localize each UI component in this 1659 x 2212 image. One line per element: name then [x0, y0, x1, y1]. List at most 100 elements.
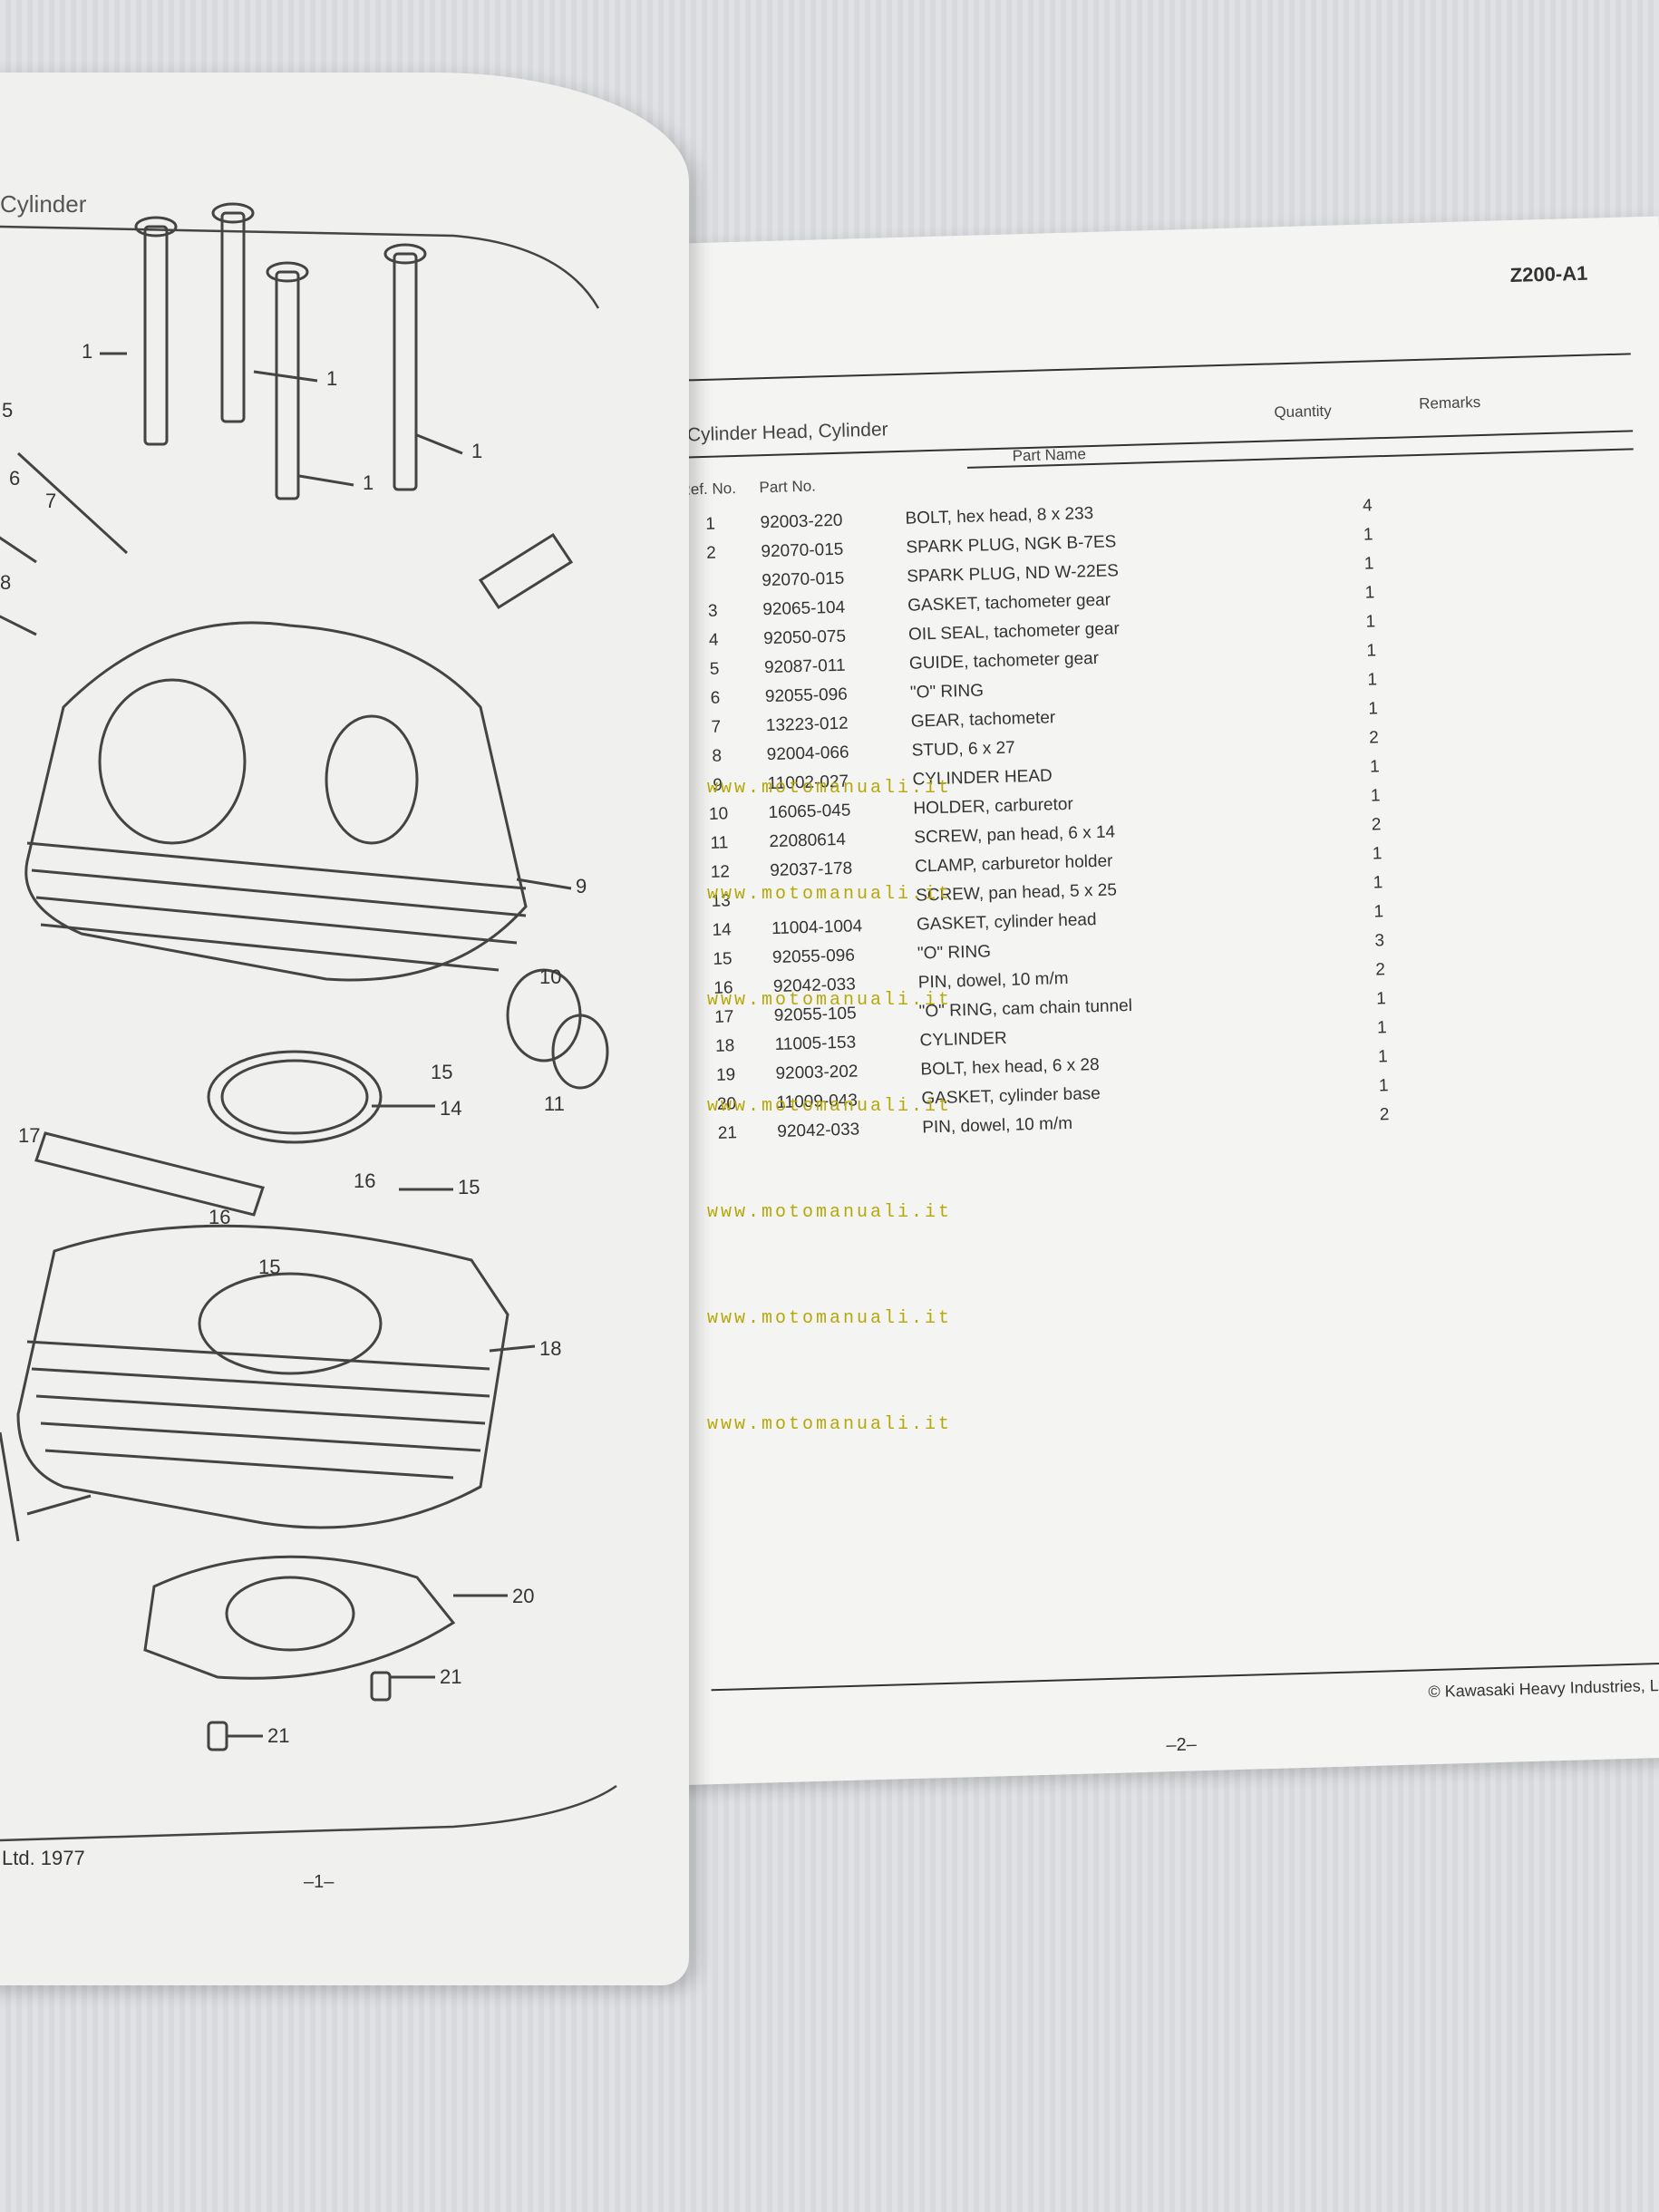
callout-label: 8 — [0, 571, 11, 594]
ref-cell — [694, 572, 730, 573]
quantity-cell: 2 — [1375, 960, 1386, 980]
quantity-cell: 1 — [1372, 844, 1382, 864]
quantity-cell: 1 — [1377, 1047, 1388, 1067]
part-no-cell: 92042-033 — [777, 1120, 860, 1141]
watermark: www.motomanuali.it — [707, 1202, 953, 1223]
part-no-cell: 92055-096 — [771, 946, 856, 968]
part-no-cell: 11005-153 — [774, 1033, 857, 1055]
part-no-cell: 92003-202 — [775, 1062, 859, 1084]
part-name-cell: GUIDE, tachometer gear — [908, 648, 1100, 674]
model-code: Z200-A1 — [1509, 261, 1588, 287]
watermark: www.motomanuali.it — [707, 1096, 953, 1117]
ref-cell: 10 — [708, 804, 729, 824]
quantity-cell: 1 — [1367, 670, 1378, 690]
quantity-cell: 1 — [1378, 1076, 1389, 1096]
watermark: www.motomanuali.it — [707, 990, 953, 1011]
quantity-cell: 1 — [1373, 902, 1384, 922]
callout-label: 1 — [363, 471, 374, 494]
col-remarks: Remarks — [1418, 393, 1481, 412]
quantity-cell: 1 — [1370, 786, 1381, 806]
ref-cell: 15 — [713, 949, 732, 969]
quantity-cell: 1 — [1369, 757, 1380, 777]
quantity-cell: 2 — [1371, 815, 1382, 835]
ref-cell: 19 — [715, 1065, 736, 1085]
part-name-cell: GEAR, tachometer — [910, 708, 1056, 732]
watermark: www.motomanuali.it — [707, 884, 953, 905]
ref-cell: 8 — [712, 746, 723, 766]
part-no-cell: 92003-220 — [760, 510, 843, 533]
callout-label: 1 — [471, 440, 482, 462]
callout-label: 18 — [539, 1337, 561, 1360]
quantity-cell: 1 — [1368, 699, 1379, 719]
ref-cell: 5 — [709, 659, 720, 679]
callout-label: 7 — [45, 490, 56, 512]
part-name-cell: STUD, 6 x 27 — [911, 738, 1016, 761]
part-name-cell: "O" RING — [917, 942, 992, 964]
part-no-cell: 16065-045 — [768, 800, 851, 823]
quantity-cell: 1 — [1363, 525, 1373, 545]
callout-label: 16 — [209, 1206, 230, 1228]
ref-cell: 11 — [710, 833, 729, 853]
left-copyright: Ltd. 1977 — [2, 1847, 85, 1869]
callout-label: 14 — [440, 1097, 461, 1120]
callout-label: 20 — [512, 1585, 534, 1607]
left-section-title: Cylinder — [0, 190, 87, 218]
callout-label: 5 — [2, 399, 13, 422]
callout-label: 10 — [539, 965, 561, 988]
part-no-cell: 22080614 — [769, 830, 847, 852]
part-no-cell: 92055-096 — [764, 684, 849, 707]
part-name-cell: GASKET, cylinder head — [916, 910, 1097, 935]
watermark: www.motomanuali.it — [707, 778, 953, 799]
part-no-cell: 92070-015 — [761, 539, 844, 562]
copyright: © Kawasaki Heavy Industries, Ltd. 19 — [1428, 1675, 1659, 1702]
ref-cell: 21 — [717, 1123, 738, 1143]
part-no-cell: 92050-075 — [762, 626, 847, 649]
part-name-cell: PIN, dowel, 10 m/m — [922, 1113, 1073, 1138]
part-name-cell: BOLT, hex head, 6 x 28 — [920, 1055, 1100, 1080]
callout-label: 9 — [576, 875, 587, 897]
header-rule-top — [674, 353, 1631, 382]
left-page: Cylinder — [0, 73, 689, 1985]
quantity-cell: 1 — [1376, 1018, 1388, 1038]
ref-cell: 7 — [711, 717, 722, 737]
quantity-cell: 1 — [1366, 641, 1377, 661]
part-name-cell: "O" RING — [909, 681, 985, 703]
part-no-cell: 92037-178 — [770, 859, 853, 881]
ref-cell: 2 — [705, 543, 717, 563]
callout-label: 1 — [326, 367, 337, 390]
part-name-cell: CYLINDER — [919, 1028, 1007, 1051]
col-quantity: Quantity — [1274, 402, 1332, 422]
quantity-cell: 2 — [1379, 1105, 1390, 1125]
quantity-cell: 2 — [1368, 728, 1380, 748]
watermark: www.motomanuali.it — [707, 1414, 953, 1435]
quantity-cell: 3 — [1374, 931, 1385, 951]
part-no-cell: 92087-011 — [763, 655, 846, 678]
callout-label: 1 — [82, 340, 92, 363]
quantity-cell: 1 — [1375, 989, 1387, 1009]
part-no-cell: 13223-012 — [765, 713, 849, 736]
ref-cell: 18 — [714, 1036, 735, 1056]
quantity-cell: 4 — [1362, 496, 1373, 516]
callout-label: 15 — [458, 1176, 480, 1198]
page-number-right: –2– — [1166, 1734, 1198, 1756]
ref-cell: 6 — [710, 688, 721, 708]
part-no-cell: 11004-1004 — [771, 917, 863, 939]
parts-table: 1 92003-220 BOLT, hex head, 8 x 233 4 2 92070… — [642, 488, 1659, 1154]
quantity-cell: 1 — [1364, 583, 1375, 603]
callout-label: 11 — [544, 1092, 565, 1115]
ref-cell: 4 — [708, 630, 719, 650]
callout-label: 15 — [258, 1256, 280, 1278]
ref-cell: 12 — [710, 862, 731, 882]
ref-cell: 3 — [707, 601, 718, 621]
part-no-cell: 92070-015 — [762, 568, 845, 591]
callout-label: 21 — [267, 1724, 289, 1747]
callout-label: 6 — [9, 467, 20, 490]
part-name-cell: BOLT, hex head, 8 x 233 — [905, 503, 1094, 529]
callout-label: 21 — [440, 1665, 461, 1688]
part-no-cell: 92065-104 — [762, 597, 846, 620]
part-name-cell: CLAMP, carburetor holder — [914, 851, 1113, 877]
quantity-cell: 1 — [1365, 612, 1376, 632]
callout-label: 16 — [354, 1169, 375, 1192]
section-title: Cylinder Head, Cylinder — [686, 419, 888, 446]
